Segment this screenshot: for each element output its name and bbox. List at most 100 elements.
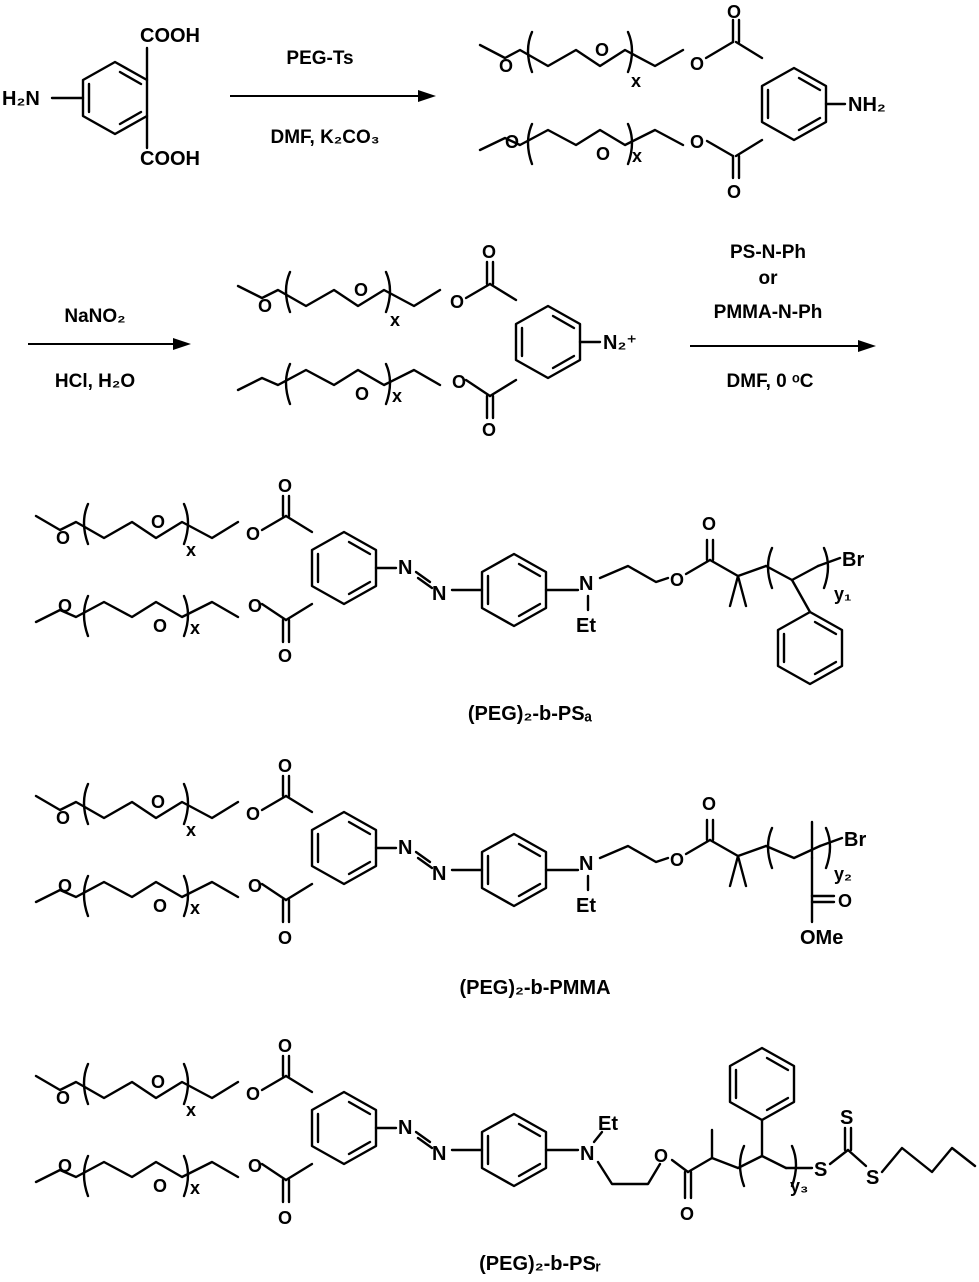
- y1-subscript: y₁: [834, 584, 851, 604]
- bromo-label: Br: [844, 829, 866, 851]
- amine-label: NH₂: [848, 94, 886, 116]
- thiocarbonyl-s-label: S: [840, 1107, 853, 1129]
- azo-n-label: N: [432, 583, 446, 605]
- product-3-caption: (PEG)₂-b-PSᵣ: [479, 1253, 601, 1275]
- carbonyl-o-label: O: [482, 420, 496, 440]
- amine-n-label: N: [579, 853, 593, 875]
- carbonyl-o-label: O: [838, 891, 852, 911]
- carbonyl-o-label: O: [702, 514, 716, 534]
- y2-subscript: y₂: [834, 864, 852, 884]
- o-label: O: [499, 56, 513, 76]
- amine-n-label: N: [579, 573, 593, 595]
- o-label: O: [670, 570, 684, 590]
- carbonyl-o-label: O: [278, 646, 292, 666]
- methoxy-label: OMe: [800, 927, 843, 949]
- o-label: O: [670, 850, 684, 870]
- o-label: O: [248, 1156, 262, 1176]
- o-label: O: [246, 804, 260, 824]
- o-label: O: [56, 808, 70, 828]
- conditions-dmf-0c: DMF, 0 ᵒC: [727, 371, 814, 392]
- azo-n-label: N: [398, 557, 412, 579]
- sulfur-label: S: [866, 1167, 879, 1189]
- x-subscript: x: [631, 71, 641, 91]
- amine-label: H₂N: [2, 88, 40, 110]
- reaction-arrow-2: NaNO₂ HCl, H₂O: [28, 306, 191, 392]
- o-label: O: [246, 1084, 260, 1104]
- reaction-arrow-3: PS-N-Ph or PMMA-N-Ph DMF, 0 ᵒC: [690, 242, 876, 392]
- carbonyl-o-label: O: [727, 2, 741, 22]
- reaction-arrow-1: PEG-Ts DMF, K₂CO₃: [230, 48, 436, 148]
- o-label: O: [246, 524, 260, 544]
- cooh-top-label: COOH: [140, 25, 200, 47]
- o-label: O: [56, 528, 70, 548]
- o-label: O: [452, 372, 466, 392]
- carbonyl-o-label: O: [482, 242, 496, 262]
- conditions-dmf-k2co3: DMF, K₂CO₃: [270, 127, 379, 148]
- carbonyl-o-label: O: [278, 476, 292, 496]
- o-label: O: [354, 280, 368, 300]
- o-label: O: [595, 40, 609, 60]
- o-label: O: [58, 876, 72, 896]
- o-label: O: [58, 1156, 72, 1176]
- o-label: O: [258, 296, 272, 316]
- ethyl-label: Et: [598, 1113, 618, 1135]
- aminoisophthalic-acid: COOH COOH H₂N: [2, 25, 200, 170]
- product-2-caption: (PEG)₂-b-PMMA: [459, 977, 610, 999]
- o-label: O: [153, 616, 167, 636]
- reagent-nano2: NaNO₂: [64, 306, 125, 327]
- ethyl-label: Et: [576, 615, 596, 637]
- carbonyl-o-label: O: [702, 794, 716, 814]
- o-label: O: [690, 132, 704, 152]
- product-1-caption: (PEG)₂-b-PSₐ: [468, 703, 593, 725]
- carbonyl-o-label: O: [278, 1208, 292, 1228]
- peg-diester-amine: O O x O O O O x O O NH₂: [478, 2, 886, 202]
- o-label: O: [505, 132, 519, 152]
- azo-n-label: N: [432, 1143, 446, 1165]
- product-peg2-b-psr: O O x O O O O x O O N N N: [34, 1036, 977, 1275]
- o-label: O: [355, 384, 369, 404]
- o-label: O: [153, 896, 167, 916]
- diazonium-label: N₂⁺: [603, 332, 637, 354]
- x-subscript: x: [190, 898, 200, 918]
- azo-n-label: N: [432, 863, 446, 885]
- bromo-label: Br: [842, 549, 864, 571]
- x-subscript: x: [186, 1100, 196, 1120]
- x-subscript: x: [186, 540, 196, 560]
- cooh-bottom-label: COOH: [140, 148, 200, 170]
- ethyl-label: Et: [576, 895, 596, 917]
- o-label: O: [151, 1072, 165, 1092]
- azo-n-label: N: [398, 1117, 412, 1139]
- carbonyl-o-label: O: [278, 1036, 292, 1056]
- carbonyl-o-label: O: [727, 182, 741, 202]
- reagent-pmma-n-ph: PMMA-N-Ph: [714, 302, 823, 323]
- amine-n-label: N: [580, 1143, 594, 1165]
- x-subscript: x: [390, 310, 400, 330]
- x-subscript: x: [186, 820, 196, 840]
- reagent-or: or: [759, 268, 779, 289]
- x-subscript: x: [190, 1178, 200, 1198]
- o-label: O: [151, 792, 165, 812]
- x-subscript: x: [392, 386, 402, 406]
- o-label: O: [248, 596, 262, 616]
- o-label: O: [690, 54, 704, 74]
- x-subscript: x: [632, 146, 642, 166]
- peg-diester-diazonium: O O x O O O x O O N₂⁺: [236, 242, 637, 440]
- o-label: O: [56, 1088, 70, 1108]
- carbonyl-o-label: O: [680, 1204, 694, 1224]
- o-label: O: [58, 596, 72, 616]
- product-peg2-b-pmma: O O x O O O O x O O N N N: [34, 756, 866, 999]
- azo-n-label: N: [398, 837, 412, 859]
- carbonyl-o-label: O: [278, 928, 292, 948]
- sulfur-label: S: [814, 1159, 827, 1181]
- reagent-ps-n-ph: PS-N-Ph: [730, 242, 806, 263]
- product-peg2-b-psa: O O x O O O O x O O N N N: [34, 476, 864, 725]
- carbonyl-o-label: O: [278, 756, 292, 776]
- o-label: O: [151, 512, 165, 532]
- o-label: O: [153, 1176, 167, 1196]
- y3-subscript: y₃: [790, 1176, 808, 1196]
- x-subscript: x: [190, 618, 200, 638]
- o-label: O: [248, 876, 262, 896]
- o-label: O: [654, 1146, 668, 1166]
- o-label: O: [596, 144, 610, 164]
